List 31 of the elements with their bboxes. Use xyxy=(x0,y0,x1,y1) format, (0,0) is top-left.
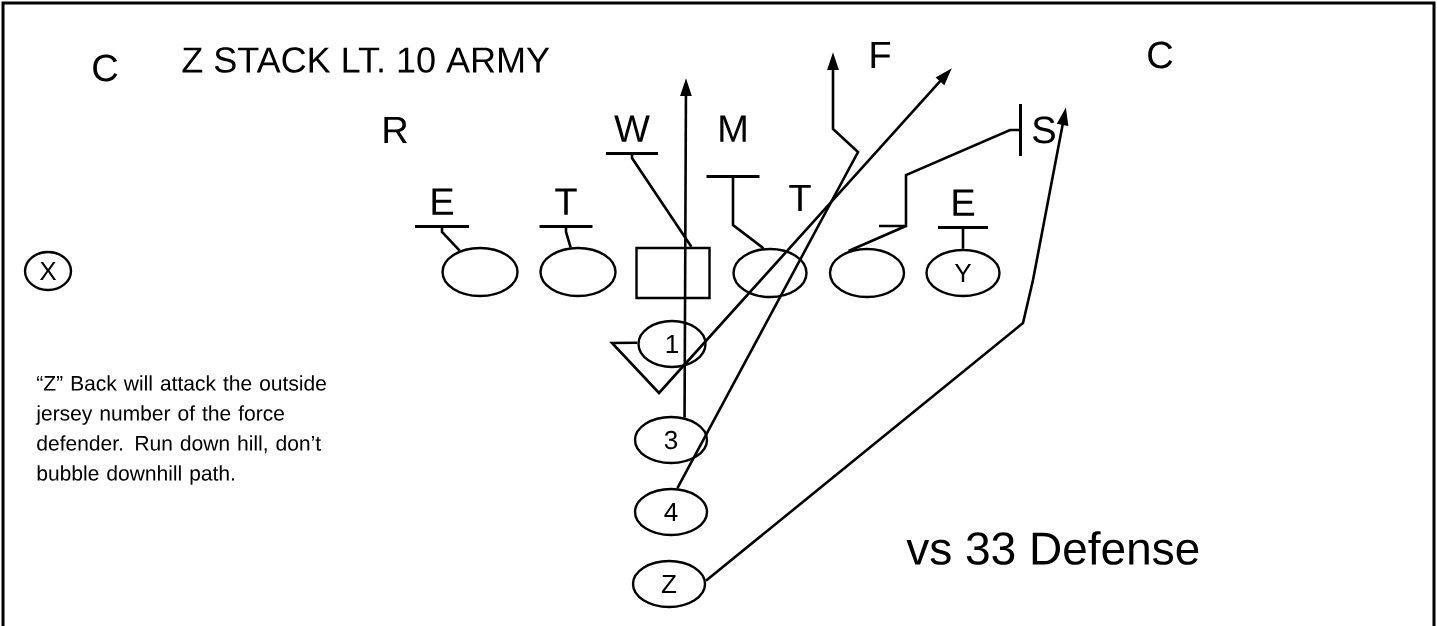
defender-letter: E xyxy=(953,189,975,216)
defender-letter: T xyxy=(789,184,811,212)
center-box xyxy=(635,246,711,300)
defender-letter: W xyxy=(614,115,650,142)
block-line xyxy=(847,104,1022,253)
defender-letter: S xyxy=(1033,116,1055,144)
lineman-oval xyxy=(828,247,906,299)
player-oval: 4 xyxy=(633,487,709,537)
block-line xyxy=(415,225,469,252)
defender-letter: M xyxy=(720,115,746,142)
defense-label: vs 33 Defense xyxy=(906,531,1199,565)
lineman-oval xyxy=(732,247,808,299)
defender-letter: E xyxy=(432,188,454,215)
defender-letter: R xyxy=(384,116,407,144)
block-line xyxy=(938,226,988,249)
defender-letter: C xyxy=(93,54,118,82)
play-title: Z STACK LT. 10 ARMY xyxy=(182,47,550,73)
lineman-oval xyxy=(441,246,519,298)
defender-letter: C xyxy=(1148,41,1173,69)
player-oval: Z xyxy=(631,559,707,609)
player-oval: 1 xyxy=(637,319,707,369)
note-text: “Z” Back will attack the outside jersey number of the force defender. Run down hill, don’t bubble downhill path. xyxy=(35,375,326,485)
defender-letter: T xyxy=(555,188,577,215)
player-oval: Y xyxy=(925,248,1001,298)
player-oval: X xyxy=(23,250,73,292)
lineman-oval xyxy=(539,246,617,298)
player-oval: 3 xyxy=(633,415,709,465)
defender-letter: F xyxy=(871,41,891,69)
block-line xyxy=(539,225,593,248)
block-line xyxy=(606,152,693,248)
block-line xyxy=(706,175,765,250)
